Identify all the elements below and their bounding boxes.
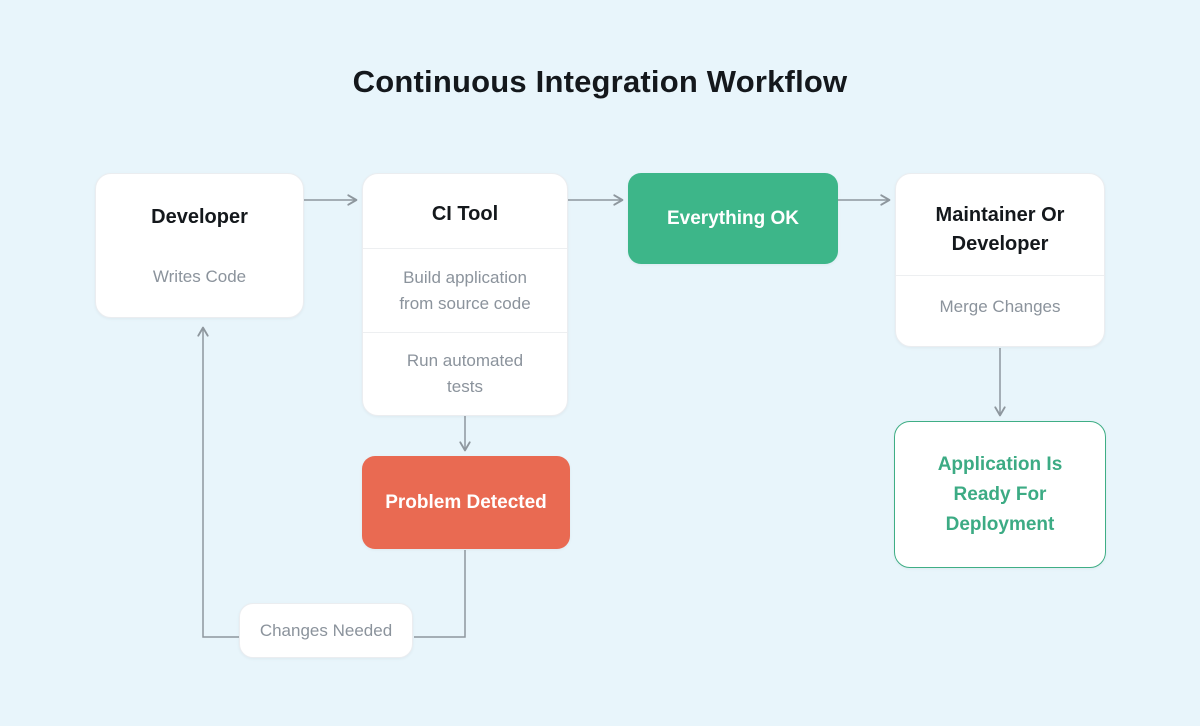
diagram-title: Continuous Integration Workflow <box>352 64 848 99</box>
developer-node-subtitle: Writes Code <box>152 267 247 286</box>
edge-problem-detected-to-changes-needed <box>414 550 466 638</box>
ci-tool-node: CI Tool Build application from source co… <box>362 173 568 416</box>
everything-ok-node: Everything OK <box>628 173 838 264</box>
changes-needed-node: Changes Needed <box>239 603 413 658</box>
developer-node-title: Developer <box>151 206 248 228</box>
ci-tool-node-step-build: Build application from source code <box>363 248 567 331</box>
ci-tool-node-title: CI Tool <box>431 203 499 226</box>
maintainer-node-title: Maintainer Or Developer <box>896 174 1104 275</box>
maintainer-node-subtitle: Merge Changes <box>896 274 1104 346</box>
ci-tool-node-step-test: Run automated tests <box>363 331 567 415</box>
ci-tool-step-build-label: Build application from source code <box>399 267 531 313</box>
everything-ok-label: Everything OK <box>667 207 799 229</box>
edge-changes-needed-to-developer <box>197 326 239 638</box>
application-ready-node: Application Is Ready For Deployment <box>894 421 1106 568</box>
maintainer-title-label: Maintainer Or Developer <box>935 204 1065 256</box>
application-ready-label: Application Is Ready For Deployment <box>937 453 1063 535</box>
problem-detected-label: Problem Detected <box>385 491 547 513</box>
developer-node: Developer Writes Code <box>95 173 304 318</box>
ci-tool-step-test-label: Run automated tests <box>406 350 524 396</box>
changes-needed-label: Changes Needed <box>259 620 393 640</box>
problem-detected-node: Problem Detected <box>362 456 570 549</box>
maintainer-node: Maintainer Or Developer Merge Changes <box>895 173 1105 347</box>
